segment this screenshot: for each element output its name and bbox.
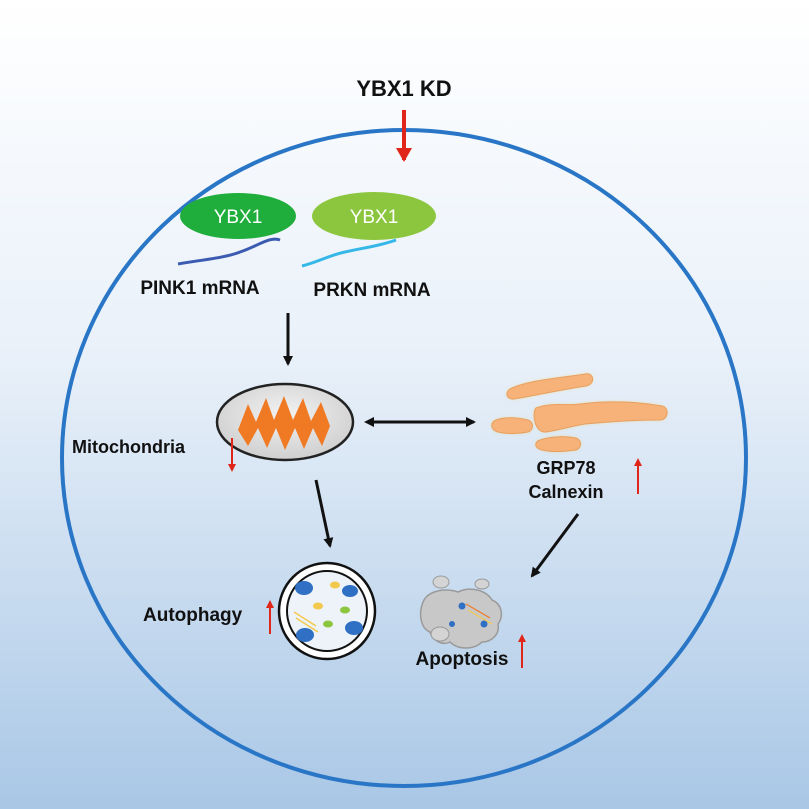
grp78-label: GRP78	[536, 458, 595, 478]
prkn-mrna-label: PRKN mRNA	[313, 280, 430, 301]
mitochondria-label: Mitochondria	[72, 437, 186, 457]
pink1-mrna-label: PINK1 mRNA	[140, 278, 260, 299]
autophagy-label: Autophagy	[143, 605, 243, 626]
apoptosis-label: Apoptosis	[416, 649, 509, 670]
prkn-mrna-strand	[301, 238, 397, 268]
pink1-mrna-strand	[177, 237, 281, 266]
calnexin-label: Calnexin	[528, 482, 603, 502]
arrow-to-apoptosis	[530, 513, 580, 578]
mitochondrion-icon	[215, 382, 355, 462]
arrow-to-autophagosome	[314, 479, 334, 548]
endoplasmic-reticulum-icon	[491, 373, 668, 452]
autophagosome-icon	[277, 561, 377, 661]
ybx1-protein-right	[312, 192, 436, 240]
trigger-label: YBX1 KD	[356, 76, 451, 101]
apoptotic-cell-icon	[419, 575, 503, 649]
ybx1-right-label: YBX1	[350, 207, 399, 228]
ybx1-protein-left	[180, 193, 296, 239]
ybx1-left-label: YBX1	[214, 207, 263, 228]
